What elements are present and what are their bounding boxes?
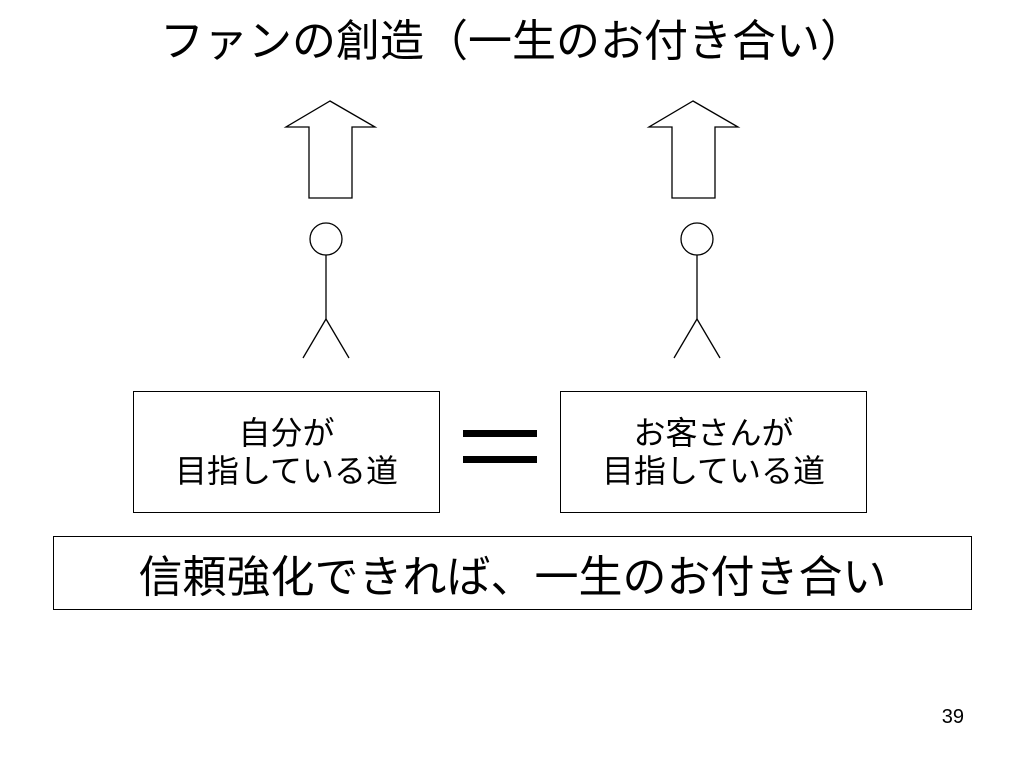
self-goal-line1: 自分が [238,414,335,452]
customer-goal-line1: お客さんが [633,414,794,452]
stick-figure-left-icon [302,222,350,359]
self-goal-line2: 目指している道 [174,452,399,490]
up-arrow-left-icon [283,100,378,199]
customer-goal-box: お客さんが 目指している道 [560,391,867,513]
up-arrow-right-icon [646,100,741,199]
page-number: 39 [941,706,964,728]
trust-banner-text: 信頼強化できれば、一生のお付き合い [138,552,887,603]
equals-sign-icon [463,426,537,472]
customer-goal-line2: 目指している道 [601,452,826,490]
trust-banner: 信頼強化できれば、一生のお付き合い [53,536,972,610]
self-goal-box: 自分が 目指している道 [133,391,440,513]
stick-figure-right-icon [673,222,721,359]
slide-title: ファンの創造（一生のお付き合い） [160,16,864,67]
